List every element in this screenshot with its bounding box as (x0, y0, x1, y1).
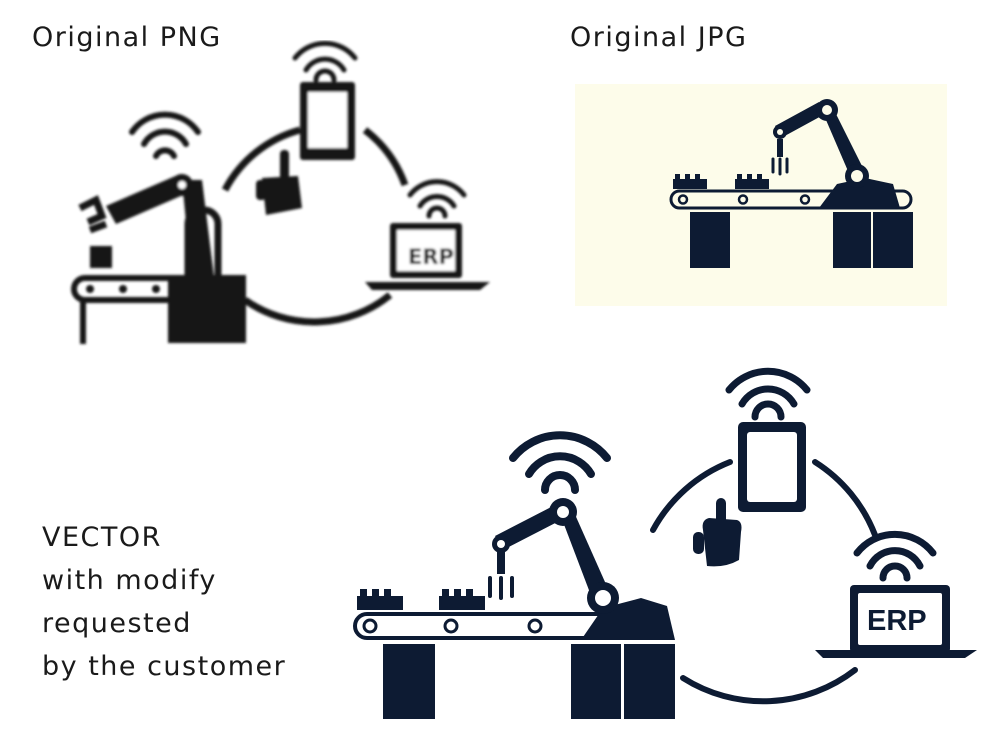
original-jpg-label: Original JPG (570, 22, 748, 53)
vector-caption: VECTOR with modify requested by the cust… (42, 516, 286, 688)
original-png-label: Original PNG (32, 22, 222, 53)
original-jpg-illustration (575, 84, 947, 306)
robot-arm-icon (771, 99, 900, 208)
original-png-illustration: ERP (71, 40, 490, 344)
vector-caption-line-2: with modify (42, 565, 217, 596)
robot-arm-icon (78, 174, 246, 343)
robot-arm-icon (488, 498, 675, 640)
conveyor-belt-icon (669, 174, 913, 268)
wifi-icon (292, 40, 358, 83)
wifi-icon (129, 111, 201, 159)
cycle-circle-icon (221, 126, 409, 326)
wifi-icon (509, 431, 611, 494)
laptop-icon (365, 223, 490, 290)
wifi-icon (725, 367, 811, 421)
cycle-circle-icon (650, 459, 878, 705)
tablet-icon (300, 82, 355, 160)
png-laptop-text: ERP (408, 245, 454, 269)
laptop-icon (815, 585, 977, 658)
vector-caption-line-4: by the customer (42, 651, 287, 682)
wifi-icon (407, 179, 467, 219)
vector-caption-line-3: requested (42, 608, 192, 639)
vector-illustration: ERP (353, 367, 977, 719)
hand-pointer-icon (693, 498, 742, 567)
vector-caption-line-1: VECTOR (42, 522, 162, 553)
tablet-icon (738, 422, 806, 512)
vector-laptop-text: ERP (867, 605, 927, 637)
wifi-icon (853, 530, 937, 582)
hand-pointer-icon (256, 150, 302, 215)
